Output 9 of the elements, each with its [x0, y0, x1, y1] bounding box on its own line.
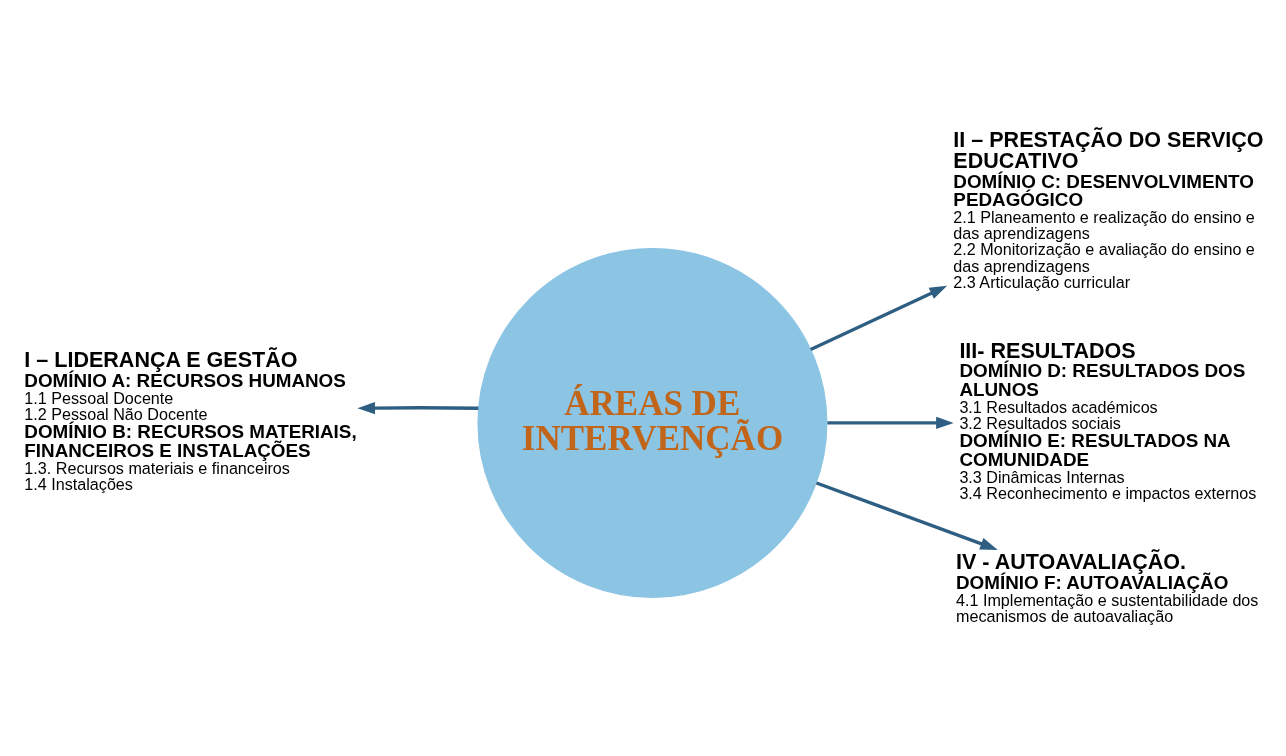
arrow — [357, 401, 479, 414]
node-text: III- RESULTADOS DOMÍNIO D: RESULTADOS DOS ALUNOS 3.1 Resultados académicos 3.2 Resultados sociais DOMÍNIO E: RESULTADOS NA COMUNIDADE 3.3 Dinâmicas Internas 3.4 Reconhecimento e impactos externos — [959, 338, 1257, 502]
arrow — [815, 480, 998, 550]
node-circle: ÁREAS DE INTERVENÇÃO — [477, 247, 828, 598]
arrow — [827, 416, 954, 429]
node-text: II – PRESTAÇÃO DO SERVIÇO EDUCATIVO DOMÍNIO C: DESENVOLVIMENTO PEDAGÓGICO 2.1 Planeamento e realização do ensino e das aprendizagens 2.2 Monitorização e avaliação do ensino e das aprendizagens 2.3 Articulação curricular — [953, 127, 1264, 291]
arrow — [810, 285, 948, 351]
node-text: I – LIDERANÇA E GESTÃO DOMÍNIO A: RECURSOS HUMANOS 1.1 Pessoal Docente 1.2 Pessoal Não Docente DOMÍNIO B: RECURSOS MATERIAIS, FINANCEIROS E INSTALAÇÕES 1.3. Recursos materiais e financeiros 1.4 Instalações — [24, 347, 357, 493]
node-text: IV - AUTOAVALIAÇÃO. DOMÍNIO F: AUTOAVALIAÇÃO 4.1 Implementação e sustentabilidade dos mecanismos de autoavaliação — [956, 549, 1259, 625]
